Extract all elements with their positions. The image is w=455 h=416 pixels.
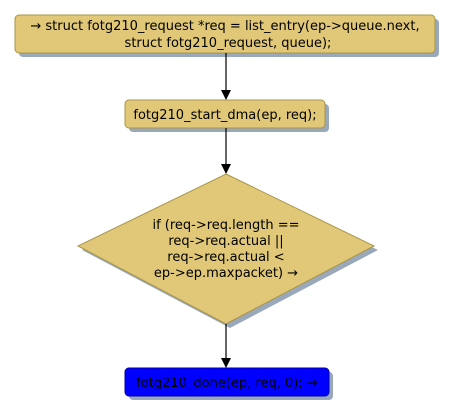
decision-node-line3: req->req.actual < (167, 250, 284, 265)
decision-node-line1: if (req->req.length == (152, 218, 299, 233)
decision-node-line2: req->req.actual || (168, 234, 283, 249)
assign-node-line1: → struct fotg210_request *req = list_ent… (30, 19, 419, 34)
assign-node: → struct fotg210_request *req = list_ent… (14, 14, 439, 57)
decision-node-line4: ep->ep.maxpacket) → (154, 266, 298, 281)
start-dma-node: fotg210_start_dma(ep, req); (124, 99, 329, 132)
decision-node-shape (76, 173, 376, 325)
done-node-label: fotg210_done(ep, req, 0); → (136, 376, 318, 391)
assign-node-line2: struct fotg210_request, queue); (125, 36, 332, 51)
done-node: fotg210_done(ep, req, 0); → (124, 367, 333, 400)
start-dma-node-box (124, 99, 326, 129)
start-dma-node-label: fotg210_start_dma(ep, req); (133, 108, 316, 123)
done-node-box (124, 367, 330, 397)
assign-node-box (14, 14, 436, 54)
decision-node: if (req->req.length == req->req.actual |… (76, 173, 378, 328)
